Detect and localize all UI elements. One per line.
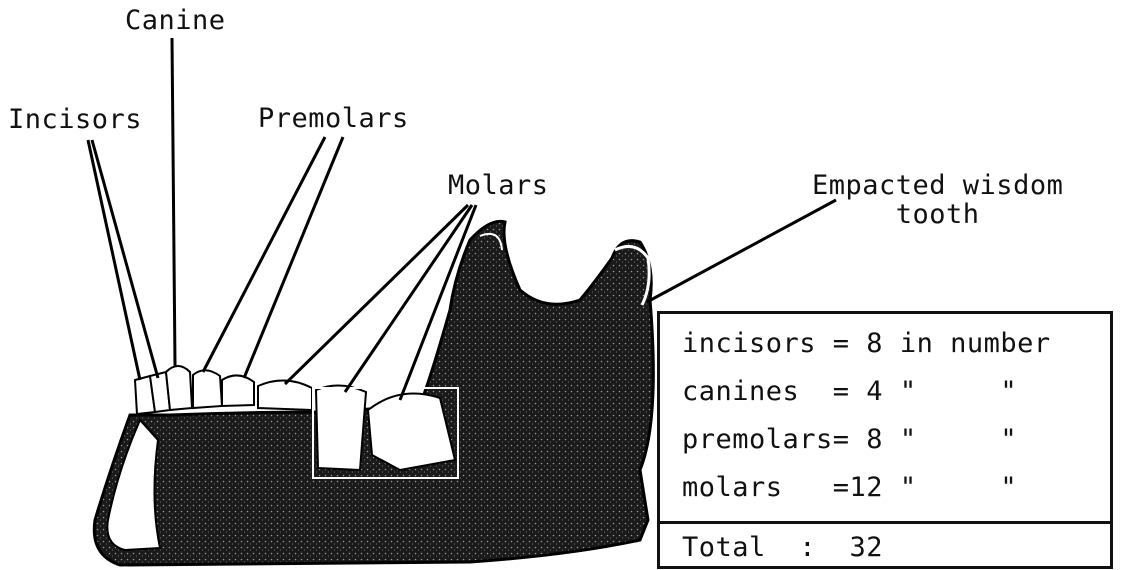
incisor-leader [92,140,158,378]
molar-tooth [258,380,312,410]
table-row-total: Total : 32 [682,532,883,563]
molar-tooth [316,385,366,470]
table-row-incisors: incisors = 8 in number [682,328,1051,359]
premolar-tooth [193,370,222,408]
tooth-count-table: incisors = 8 in number canines = 4 " " p… [657,311,1113,569]
premolar-tooth [222,375,254,406]
label-molars: Molars [448,171,549,201]
label-incisors: Incisors [8,105,142,135]
label-wisdom-tooth: Empacted wisdom tooth [812,171,1063,229]
label-wisdom-line2: tooth [812,200,1063,229]
wisdom-tooth [368,394,455,470]
table-row-molars: molars =12 " " [682,472,1017,503]
incisor-leader [88,140,140,380]
table-row-canines: canines = 4 " " [682,376,1017,407]
label-premolars: Premolars [258,104,409,134]
table-divider [660,521,1110,524]
label-canine: Canine [125,6,226,36]
wisdom-leader [647,200,836,302]
canine-tooth [166,366,192,410]
premolar-leader [203,137,325,372]
table-row-premolars: premolars= 8 " " [682,424,1017,455]
canine-leader [172,38,175,366]
label-wisdom-line1: Empacted wisdom [812,171,1063,200]
